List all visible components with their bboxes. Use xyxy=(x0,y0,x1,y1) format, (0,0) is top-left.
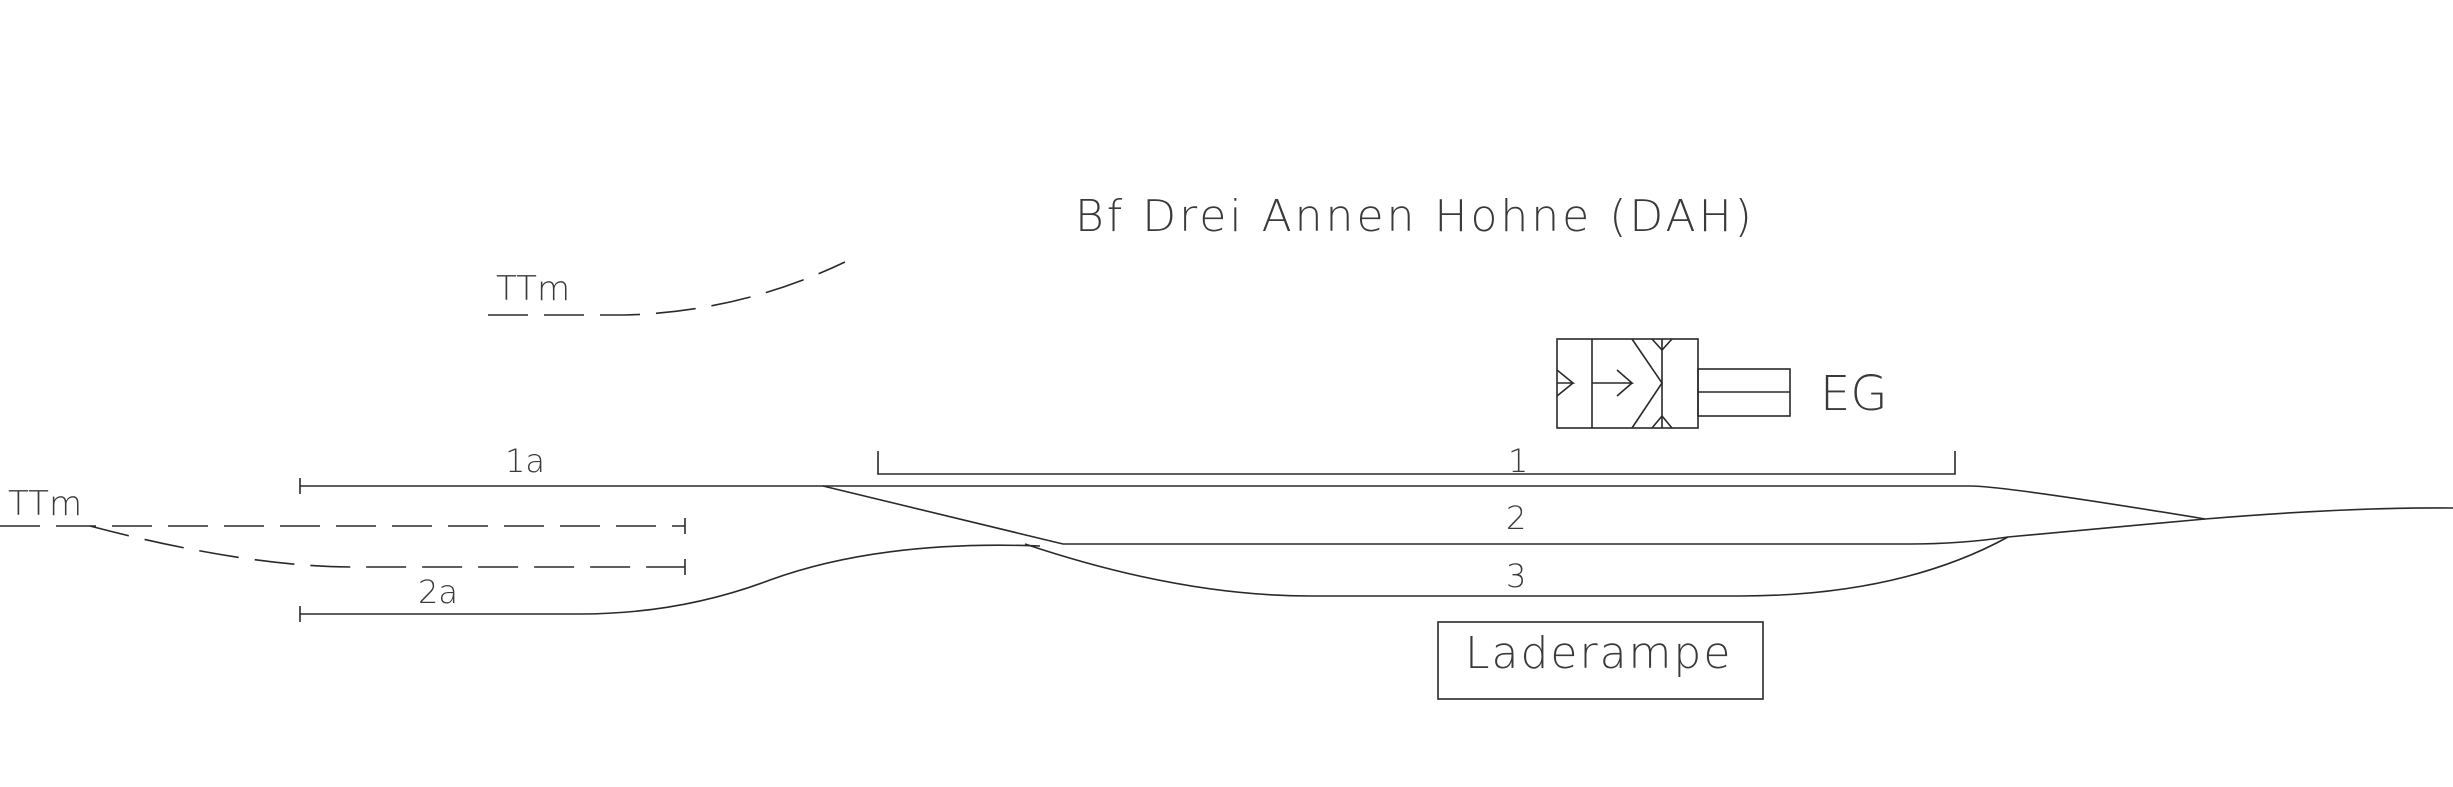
track-3 xyxy=(1024,536,2009,597)
track-2-label: 2 xyxy=(1506,499,1526,537)
ttm-left-label: TTm xyxy=(8,484,82,524)
track-1a xyxy=(300,485,2453,520)
loading-ramp-label: Laderampe xyxy=(1465,628,1732,679)
ttm-upper-label: TTm xyxy=(496,269,570,309)
station-building xyxy=(1556,338,1791,429)
station-title: Bf Drei Annen Hohne (DAH) xyxy=(1075,191,1755,242)
track-1-platform xyxy=(877,451,1956,475)
track-1a-label: 1a xyxy=(505,442,545,480)
building-label: EG xyxy=(1820,366,1888,422)
ttm-upper-branch xyxy=(488,261,846,316)
track-2 xyxy=(822,485,2206,545)
ttm-left-track-lower xyxy=(89,525,685,568)
track-2a xyxy=(300,544,1041,615)
track-1-label: 1 xyxy=(1508,442,1528,480)
track-2a-label: 2a xyxy=(418,573,458,611)
track-3-label: 3 xyxy=(1506,557,1526,595)
loading-ramp-box xyxy=(1437,621,1764,700)
